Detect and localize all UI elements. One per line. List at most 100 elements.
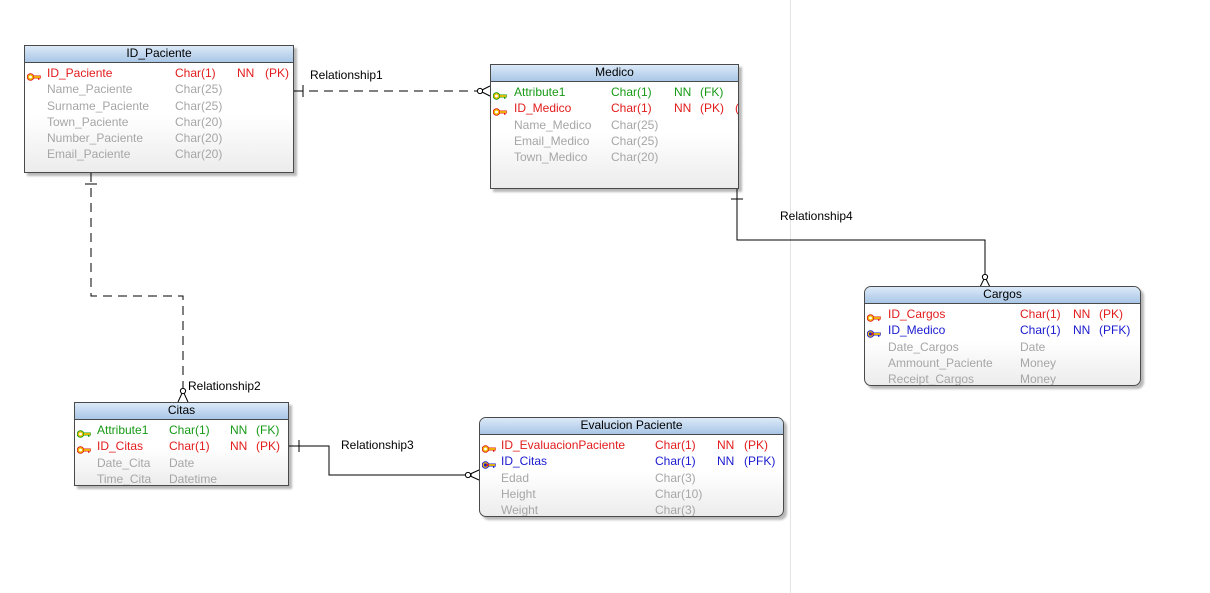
attribute-row[interactable]: Date_Cargos Date	[865, 339, 1140, 355]
attribute-name: Email_Medico	[514, 133, 590, 148]
attribute-row[interactable]: Ammount_Paciente Money	[865, 355, 1140, 371]
attribute-name: Town_Medico	[514, 150, 588, 165]
attribute-type: Date	[169, 455, 195, 470]
attribute-row[interactable]: Number_Paciente Char(20)	[25, 130, 293, 146]
attribute-row[interactable]: Surname_Paciente Char(25)	[25, 98, 293, 114]
attribute-type: Char(10)	[655, 486, 703, 501]
attribute-name: Number_Paciente	[47, 131, 144, 146]
attribute-name: Height	[501, 486, 536, 501]
attribute-key-flag: (PK)	[744, 438, 768, 452]
attribute-name: Email_Paciente	[47, 147, 131, 162]
relationship4-connector[interactable]	[731, 189, 991, 288]
attribute-type: Char(20)	[175, 114, 223, 129]
attribute-type: Char(20)	[175, 147, 223, 162]
attribute-type: Date	[1020, 339, 1046, 354]
foreign-key-icon	[492, 88, 507, 100]
entity-title: Citas	[75, 403, 288, 420]
relationship1-connector[interactable]	[294, 85, 491, 97]
attribute-name: Attribute1	[97, 423, 149, 437]
attribute-type: Char(1)	[655, 454, 696, 469]
attribute-row[interactable]: Date_Cita Date	[75, 455, 288, 471]
primary-key-icon	[492, 104, 507, 117]
attribute-name: Date_Cita	[97, 455, 151, 470]
attribute-name: Name_Medico	[514, 117, 592, 132]
entity-title: Medico	[491, 65, 738, 82]
attribute-name: ID_Paciente	[47, 66, 113, 80]
relationship1-label[interactable]: Relationship1	[310, 68, 383, 82]
attribute-key-flag: (PK)	[1099, 307, 1123, 321]
attribute-type: Char(1)	[1020, 307, 1061, 321]
attribute-key-flag: (PK)	[256, 439, 280, 454]
attribute-not-null: NN	[1073, 323, 1091, 338]
attribute-type: Char(25)	[175, 98, 223, 113]
relationship3-connector[interactable]	[289, 440, 480, 481]
attribute-row[interactable]: Email_Medico Char(25)	[491, 133, 738, 149]
attribute-key-flag: (PK)	[700, 101, 724, 116]
attribute-name: Ammount_Paciente	[888, 355, 993, 370]
relationship3-label[interactable]: Relationship3	[341, 438, 414, 452]
attribute-name: Surname_Paciente	[47, 98, 150, 113]
attribute-name: ID_Citas	[97, 439, 144, 454]
attribute-key-flag: (FK)	[256, 423, 280, 437]
attribute-name: Name_Paciente	[47, 82, 133, 97]
relationship4-label[interactable]: Relationship4	[780, 209, 853, 223]
attribute-name: Date_Cargos	[888, 339, 959, 354]
attribute-name: ID_Cargos	[888, 307, 946, 321]
attribute-not-null: NN	[717, 454, 735, 469]
attribute-name: Time_Cita	[97, 471, 152, 486]
attribute-type: Char(25)	[611, 117, 659, 132]
attribute-type: Char(20)	[175, 131, 223, 146]
attribute-row[interactable]: ID_Citas Char(1) NN (PK)	[75, 438, 288, 455]
attribute-type: Char(1)	[175, 66, 216, 80]
attribute-not-null: NN	[674, 101, 692, 116]
relationship2-label[interactable]: Relationship2	[188, 379, 261, 393]
attribute-row[interactable]: Receipt_Cargos Money	[865, 371, 1140, 386]
entity-evalucion-paciente[interactable]: Evalucion Paciente ID_EvaluacionPaciente…	[479, 417, 784, 517]
attribute-type: Money	[1020, 355, 1057, 370]
entity-title: ID_Paciente	[25, 46, 293, 63]
attribute-type: Char(1)	[1020, 323, 1061, 338]
attribute-name: ID_Citas	[501, 454, 548, 469]
attribute-row[interactable]: Email_Paciente Char(20)	[25, 146, 293, 162]
attribute-type: Char(25)	[611, 133, 659, 148]
attribute-type: Money	[1020, 372, 1057, 386]
foreign-key-icon	[76, 426, 91, 438]
attribute-row[interactable]: Height Char(10)	[480, 486, 783, 502]
attribute-not-null: NN	[1073, 307, 1091, 321]
attribute-name: Receipt_Cargos	[888, 372, 975, 386]
attribute-type: Char(3)	[655, 503, 696, 517]
attribute-name: ID_Medico	[888, 323, 946, 338]
attribute-row[interactable]: Name_Medico Char(25)	[491, 117, 738, 133]
primary-foreign-key-icon	[866, 326, 881, 339]
attribute-not-null: NN	[230, 439, 248, 454]
attribute-row[interactable]: ID_Cargos Char(1) NN (PK)	[865, 306, 1140, 322]
attribute-type: Char(1)	[611, 85, 652, 99]
attribute-not-null: NN	[674, 85, 692, 99]
attribute-key-flag: (PFK)	[1099, 323, 1131, 338]
attribute-type: Char(1)	[169, 439, 210, 454]
relationship2-connector[interactable]	[85, 173, 189, 403]
attribute-row[interactable]: ID_Medico Char(1) NN (PFK)	[865, 322, 1140, 339]
